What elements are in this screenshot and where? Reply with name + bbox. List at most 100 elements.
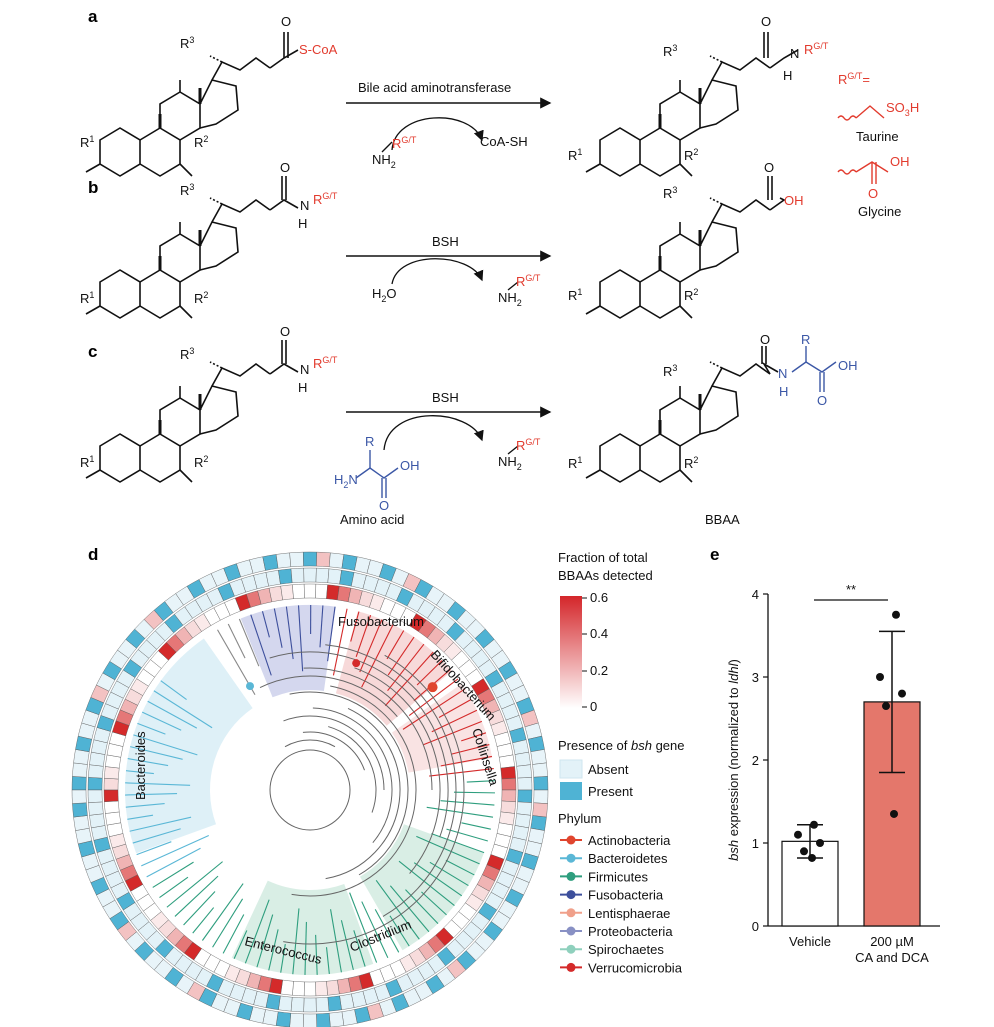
- tree-leaf-branch: [153, 690, 213, 729]
- r1-label-c: R1: [80, 454, 94, 470]
- fraction-colorbar: [560, 596, 582, 708]
- clade-highlight: [335, 611, 452, 726]
- tree-leaf-branch: [146, 847, 201, 878]
- ring-cell: [516, 801, 532, 816]
- ring-cell: [532, 802, 548, 818]
- tree-leaf-branch: [359, 619, 383, 673]
- phylum-swatch-dot: [566, 962, 576, 972]
- ring-cell: [532, 762, 548, 778]
- ring-cell: [303, 997, 317, 1013]
- amino-acid-r: R: [365, 434, 374, 449]
- bbaa-r: R: [801, 332, 810, 347]
- tree-leaf-branch: [375, 880, 420, 940]
- tree-leaf-branch: [355, 615, 372, 657]
- ring-cell: [500, 766, 516, 780]
- tree-leaf-branch: [416, 660, 443, 686]
- ring-cell: [530, 815, 547, 831]
- tree-leaf-branch: [340, 920, 354, 970]
- tree-leaf-branch: [125, 782, 191, 786]
- rgt-label-a: RG/T: [392, 135, 417, 151]
- tree-leaf-branch: [141, 835, 209, 867]
- r3-label-a2: R3: [663, 43, 677, 59]
- tree-leaf-branch: [192, 907, 215, 934]
- clade-fusobacterium: Fusobacterium: [338, 614, 424, 629]
- tree-leaf-branch: [374, 909, 400, 953]
- tree-leaf-branch: [212, 898, 244, 948]
- phylum-legend-title: Phylum: [558, 811, 601, 826]
- tree-leaf-branch: [152, 861, 194, 888]
- clade-highlight: [360, 824, 484, 951]
- tree-leaf-branch: [129, 816, 192, 832]
- r1-label-a: R1: [80, 134, 94, 150]
- ring-cell: [517, 789, 533, 803]
- tree-internal-arc: [283, 715, 385, 791]
- tree-internal-arc: [291, 685, 417, 897]
- tree-leaf-branch: [127, 814, 154, 820]
- data-point: [882, 702, 890, 711]
- tree-internal-arc: [325, 644, 457, 917]
- glycine-structure: [837, 161, 889, 184]
- ring-cell: [292, 583, 305, 599]
- ring-cell: [278, 568, 293, 585]
- tree-leaf-branch: [386, 630, 405, 660]
- tree-leaf-branch: [127, 758, 169, 767]
- tree-leaf-branch: [332, 608, 348, 676]
- phylum-label: Fusobacteria: [588, 888, 664, 903]
- ring-cell: [280, 584, 294, 601]
- phylum-swatch-dot: [566, 908, 576, 918]
- ring-cell: [278, 995, 293, 1012]
- clade-highlight: [240, 605, 336, 698]
- tree-internal-arc: [283, 654, 465, 945]
- carbonyl-o-a2: O: [761, 14, 771, 29]
- colorbar-tick-0: 0: [590, 699, 597, 714]
- tree-leaf-branch: [361, 624, 394, 688]
- data-point: [808, 853, 816, 862]
- taurine-group: SO3H: [886, 100, 919, 118]
- tree-leaf-branch: [125, 770, 154, 775]
- ring-cell: [71, 789, 87, 804]
- carbonyl-o-c1: O: [280, 324, 290, 339]
- r2-label-a2: R2: [684, 147, 698, 163]
- ring-cell: [262, 554, 279, 571]
- ring-cell: [326, 584, 340, 601]
- tree-leaf-branch: [315, 934, 318, 975]
- ring-cell: [514, 751, 531, 767]
- r1-label-b: R1: [80, 290, 94, 306]
- tree-leaf-branch: [446, 828, 488, 842]
- amide-n-a: N: [790, 46, 799, 61]
- enzyme-label-b: BSH: [432, 234, 459, 249]
- r3-label-c2: R3: [663, 363, 677, 379]
- panel-label-c: c: [88, 342, 97, 361]
- tree-leaf-branch: [133, 734, 198, 756]
- tree-leaf-branch: [453, 791, 495, 794]
- ring-cell: [73, 815, 90, 831]
- data-point: [892, 610, 900, 619]
- tree-leaf-branch: [389, 885, 430, 933]
- tree-leaf-branch: [451, 744, 490, 755]
- amine-product-b: NH2: [498, 290, 522, 308]
- amino-acid-structure: [355, 450, 399, 498]
- steroid-structure-c-reactant: [84, 360, 272, 484]
- phylum-label: Proteobacteria: [588, 924, 673, 939]
- tree-leaf-branch: [402, 688, 466, 730]
- water-reactant: H2O: [372, 286, 397, 304]
- tree-leaf-branch: [160, 680, 187, 701]
- ring-cell: [517, 777, 533, 791]
- r3-label-b: R3: [180, 182, 194, 198]
- amino-acid-oh: OH: [400, 458, 420, 473]
- tree-leaf-branch: [273, 608, 283, 648]
- glycine-label: Glycine: [858, 204, 901, 219]
- tree-node-marker: [427, 682, 438, 693]
- tree-leaf-branch: [416, 835, 480, 865]
- enzyme-label-a: Bile acid aminotransferase: [358, 80, 511, 95]
- panel-label-b: b: [88, 178, 98, 197]
- tree-node-marker: [246, 682, 254, 691]
- ring-cell: [315, 583, 328, 599]
- phylum-swatch-dot: [566, 944, 576, 954]
- ring-cell: [71, 776, 87, 791]
- data-point: [816, 839, 824, 847]
- y-tick-label: 2: [752, 753, 759, 768]
- tree-leaf-branch: [429, 861, 469, 887]
- panel-label-d: d: [88, 545, 98, 564]
